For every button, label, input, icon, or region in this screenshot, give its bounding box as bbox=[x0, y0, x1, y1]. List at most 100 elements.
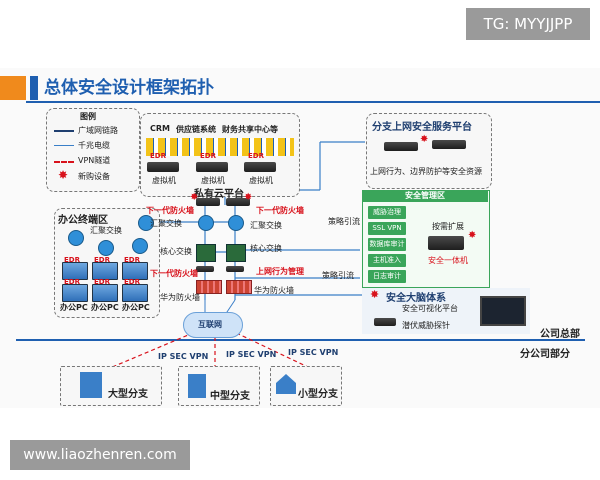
title-rule bbox=[26, 101, 600, 103]
branch-large-box bbox=[60, 366, 162, 406]
slide-title: 总体安全设计框架拓扑 bbox=[44, 78, 214, 98]
legend-box bbox=[46, 108, 140, 192]
office-pc-2-icon bbox=[92, 262, 118, 280]
legend-vpn-line bbox=[54, 161, 74, 163]
pc-edr-5: EDR bbox=[94, 278, 110, 286]
vpn-label-1: IP SEC VPN bbox=[158, 352, 209, 361]
pc-label-1: 办公PC bbox=[60, 303, 88, 312]
branch-service-box bbox=[366, 113, 492, 189]
branch-large-label: 大型分支 bbox=[108, 389, 148, 400]
legend-heading: 图例 bbox=[80, 112, 96, 121]
ngfw-right-new-star-icon: ✸ bbox=[244, 192, 253, 203]
branch-service-device-1 bbox=[384, 142, 418, 151]
mgmt-btn-threat: 威胁治理 bbox=[368, 206, 406, 219]
branch-service-label: 分支上网安全服务平台 bbox=[372, 122, 472, 133]
legend-wan-line bbox=[54, 130, 74, 132]
all-in-one-device bbox=[428, 236, 464, 250]
monitor-icon bbox=[480, 296, 526, 326]
title-accent-orange bbox=[0, 76, 26, 100]
huawei-fw-right-label: 华为防火墙 bbox=[254, 286, 294, 295]
core-switch-left-label: 核心交换 bbox=[160, 247, 192, 256]
app-crm: CRM bbox=[150, 124, 170, 133]
pc-edr-4: EDR bbox=[64, 278, 80, 286]
agg-switch-right-label: 汇聚交换 bbox=[250, 221, 282, 230]
pc-label-3: 办公PC bbox=[122, 303, 150, 312]
ngfw-left-device bbox=[196, 198, 220, 206]
app-supply-chain: 供应链系统 bbox=[176, 125, 216, 134]
vm-edr-1: EDR bbox=[150, 152, 166, 160]
pc-edr-6: EDR bbox=[124, 278, 140, 286]
new-device-star-icon: ✸ bbox=[58, 168, 69, 182]
pc-edr-3: EDR bbox=[124, 256, 140, 264]
bottom-watermark: www.liaozhenren.com bbox=[10, 440, 190, 470]
vm-edr-3: EDR bbox=[248, 152, 264, 160]
ngfw-left-label: 下一代防火墙 bbox=[146, 206, 194, 215]
vm-server-strip bbox=[146, 138, 294, 156]
brain-probe-label: 潜伏威胁探针 bbox=[402, 321, 450, 330]
office-pc-6-icon bbox=[122, 284, 148, 302]
mgmt-extend-label: 按需扩展 bbox=[432, 222, 464, 231]
office-switch-icon bbox=[138, 215, 154, 231]
mgmt-btn-db-audit: 数据库审计 bbox=[368, 238, 406, 251]
behavior-mgmt-label: 上网行为管理 bbox=[256, 267, 304, 276]
behavior-left-device bbox=[196, 266, 214, 272]
medium-branch-building-icon bbox=[188, 374, 206, 398]
legend-gigabit-label: 千兆电缆 bbox=[78, 141, 110, 150]
mgmt-btn-host-access: 主机准入 bbox=[368, 254, 406, 267]
ngfw-top-label: 下一代防火墙 bbox=[256, 206, 304, 215]
branch-small-label: 小型分支 bbox=[298, 389, 338, 400]
core-switch-right-device bbox=[226, 244, 246, 262]
vm-label-1: 虚拟机 bbox=[152, 176, 176, 185]
office-pc-5-icon bbox=[92, 284, 118, 302]
office-pc-4-icon bbox=[62, 284, 88, 302]
office-zone-label: 办公终端区 bbox=[58, 215, 108, 226]
legend-gigabit-line bbox=[54, 145, 74, 146]
mgmt-btn-log-audit: 日志审计 bbox=[368, 270, 406, 283]
behavior-left-label: 下一代防火墙 bbox=[150, 269, 198, 278]
pc-label-2: 办公PC bbox=[91, 303, 119, 312]
branch-service-star-icon: ✸ bbox=[420, 134, 429, 145]
branch-service-device-2 bbox=[432, 140, 466, 149]
brain-star-icon: ✸ bbox=[370, 288, 380, 301]
vm-host-2 bbox=[196, 162, 228, 172]
policy-redirect-1-label: 策略引流 bbox=[328, 217, 360, 226]
policy-redirect-2-label: 策略引流 bbox=[322, 271, 354, 280]
hq-label: 公司总部 bbox=[540, 329, 580, 340]
internet-label: 互联网 bbox=[198, 320, 222, 329]
office-switch-label: 汇聚交换 bbox=[90, 226, 122, 235]
security-mgmt-label: 安全管理区 bbox=[362, 190, 488, 202]
top-watermark: TG: MYYJJPP bbox=[466, 8, 590, 40]
brain-platform-label: 安全可视化平台 bbox=[402, 304, 458, 313]
vpn-label-3: IP SEC VPN bbox=[288, 348, 339, 357]
core-switch-right-label: 核心交换 bbox=[250, 244, 282, 253]
internet-cloud-icon bbox=[183, 312, 243, 338]
small-branch-house-icon bbox=[276, 374, 296, 394]
vm-host-3 bbox=[244, 162, 276, 172]
huawei-fw-left-icon bbox=[196, 280, 222, 294]
office-access-switch-2-icon bbox=[98, 240, 114, 256]
agg-switch-right-icon bbox=[228, 215, 244, 231]
app-finance: 财务共享中心等 bbox=[222, 125, 278, 134]
all-in-one-label: 安全一体机 bbox=[428, 256, 468, 265]
office-access-switch-1-icon bbox=[68, 230, 84, 246]
huawei-fw-left-label: 华为防火墙 bbox=[160, 293, 200, 302]
probe-device bbox=[374, 318, 396, 326]
legend-vpn-label: VPN隧道 bbox=[78, 156, 111, 165]
office-access-switch-3-icon bbox=[132, 238, 148, 254]
mgmt-btn-ssl-vpn: SSL VPN bbox=[368, 222, 406, 235]
vm-edr-2: EDR bbox=[200, 152, 216, 160]
office-pc-1-icon bbox=[62, 262, 88, 280]
legend-wan-label: 广域网链路 bbox=[78, 126, 118, 135]
core-switch-left-device bbox=[196, 244, 216, 262]
agg-switch-left-icon bbox=[198, 215, 214, 231]
title-accent-blue bbox=[30, 76, 38, 100]
ngfw-new-star-icon: ✸ bbox=[190, 192, 199, 203]
security-brain-label: 安全大脑体系 bbox=[386, 293, 446, 304]
agg-switch-left-label: 汇聚交换 bbox=[150, 219, 182, 228]
vm-label-3: 虚拟机 bbox=[249, 176, 273, 185]
private-cloud-label: 私有云平台 bbox=[194, 189, 244, 200]
behavior-right-device bbox=[226, 266, 244, 272]
legend-new-label: 新购设备 bbox=[78, 172, 110, 181]
branch-service-desc: 上网行为、边界防护等安全资源 bbox=[370, 167, 482, 176]
